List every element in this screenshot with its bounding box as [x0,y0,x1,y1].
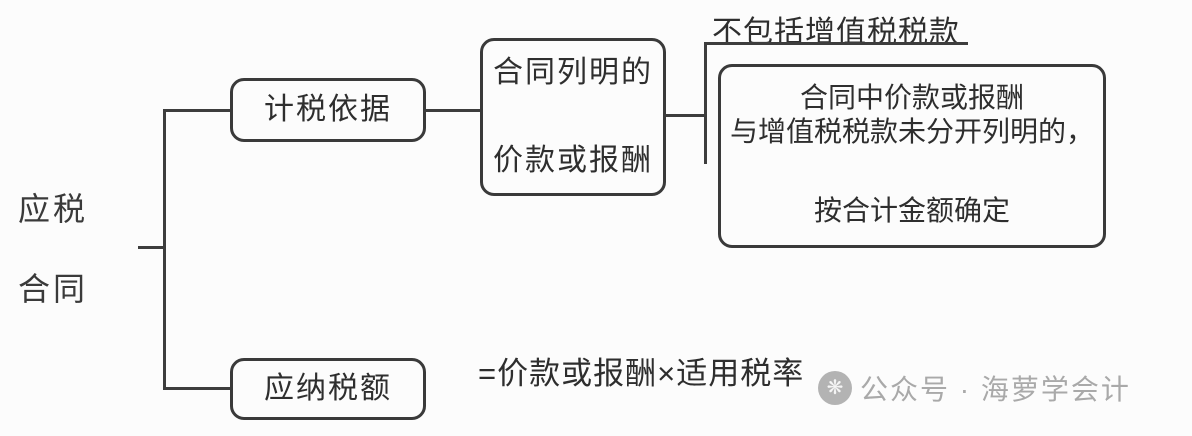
root-label-line1: 应税 [18,191,89,227]
node-combined-amount-line1: 合同中价款或报酬 [799,82,1024,113]
root-label-line2: 合同 [18,271,89,307]
connector-root-vertical [163,109,166,390]
node-contract-listed-line2: 价款或报酬 [493,144,653,177]
connector-right-vertical [704,42,707,164]
connector-top-branch [163,109,230,112]
node-combined-amount: 合同中价款或报酬 与增值税税款未分开列明的， 按合计金额确定 [718,64,1106,248]
node-tax-payable-label: 应纳税额 [264,372,392,405]
watermark: ❋ 公众号 · 海萝学会计 [818,368,1131,408]
connector-root-tick [138,246,166,249]
connector-contract-right [664,114,707,117]
node-contract-listed: 合同列明的 价款或报酬 [480,38,666,196]
connector-taxbasis-contract [424,109,480,112]
watermark-text: 公众号 · 海萝学会计 [860,374,1131,405]
node-combined-amount-line3: 按合计金额确定 [813,195,1010,227]
node-combined-amount-line2: 与增值税税款未分开列明的， [729,115,1094,147]
excl-vat-underline [704,42,968,45]
node-tax-payable: 应纳税额 [230,358,426,420]
node-tax-basis: 计税依据 [230,78,426,142]
watermark-flower-icon: ❋ [818,371,852,405]
formula-label: =价款或报酬×适用税率 [478,356,805,391]
connector-bottom-branch [163,387,230,390]
node-contract-listed-line1: 合同列明的 [493,56,653,89]
node-tax-basis-label: 计税依据 [264,93,392,126]
